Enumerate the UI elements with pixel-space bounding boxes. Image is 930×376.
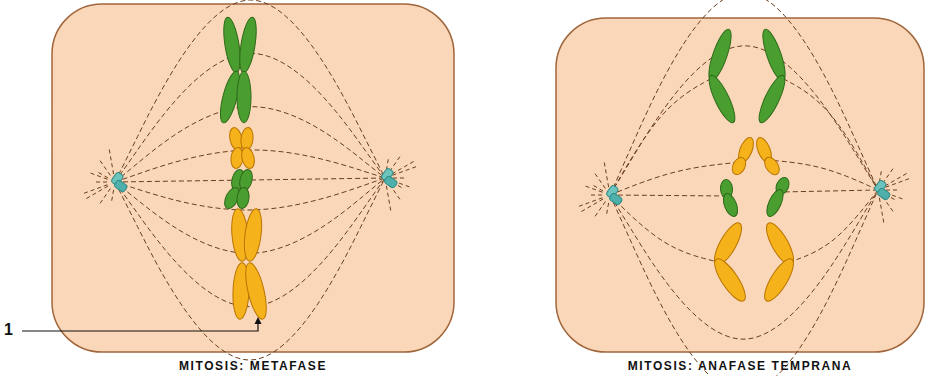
astral-ray [591,184,603,191]
spindle-fibre [790,190,878,262]
astral-ray [606,203,608,217]
phase-caption: MITOSIS: ANAFASE TEMPRANA [628,359,853,373]
astral-ray [99,189,110,205]
astral-ray [886,178,910,187]
centriole-pair [606,185,623,206]
astral-ray [99,159,110,175]
chromatid-arm [758,27,789,83]
astral-ray [578,198,602,207]
astral-ray [93,182,107,183]
astral-ray [386,186,391,212]
astral-ray [604,162,609,188]
astral-ray [588,195,602,196]
leader-arrowhead [255,317,262,324]
astral-ray [594,202,605,218]
astral-ray [392,161,415,174]
chromatid-arm [730,155,749,177]
chromatid-arm [237,71,251,123]
astral-ray [111,190,113,204]
astral-ray [96,171,108,178]
chromatid-arm [710,255,751,305]
astral-ray [594,172,605,188]
chromatid-arm [242,208,265,262]
centriole [114,179,128,192]
cell-body [556,18,924,352]
spindle-fibre [610,0,878,195]
chromatid-arm [237,16,260,74]
astral-ray [86,186,109,199]
chromatid-arm [762,155,783,178]
phase-caption-holder: MITOSIS: ANAFASE TEMPRANA [628,356,853,374]
astral-ray [393,178,407,179]
centriole [384,175,398,188]
chromatid-arm [754,72,789,125]
spindle-fibre [610,78,712,195]
chromatid-arm [704,72,739,125]
spindle-fibre [115,0,385,182]
leader-line [22,322,258,331]
astral-ray [883,167,894,183]
astral-ray [581,199,604,212]
centriole-pair [381,168,398,189]
phase-caption: MITOSIS: METAFASE [179,359,327,373]
astral-ray [885,173,908,186]
spindle-fibre [610,195,727,196]
spindle-fibre [115,178,385,360]
spindle-fibre [610,195,718,262]
astral-ray [89,172,108,179]
callout-number: 1 [4,321,13,338]
astral-ray [393,166,417,175]
spindle-fibre [115,53,385,182]
centriole [877,187,891,200]
spindle-fibre [610,46,878,195]
chromatid-arm [236,187,251,209]
spindle-fibre [782,78,878,190]
astral-ray [109,149,114,175]
spindle-fibre [610,190,878,376]
phase-caption-holder: MITOSIS: METAFASE [179,356,327,374]
astral-ray [879,198,884,224]
chromatid-arm [764,187,787,218]
spindle-fibre [780,190,878,192]
chromatid-arm [240,146,257,170]
centriole-pair [111,172,128,193]
astral-ray [390,155,401,171]
astral-ray [83,185,107,194]
chromatid-arm [704,27,735,83]
centriole-pair [874,180,891,201]
chromatid-arm [721,192,741,219]
chromatid-arm [760,255,799,305]
astral-ray [886,190,900,191]
centriole [609,192,623,205]
chromatid-arm [241,261,270,321]
astral-ray [584,185,603,192]
spindle-fibres [83,0,910,376]
spindle-fibre [610,190,878,339]
cell-body [52,4,454,352]
chromosomes [217,16,799,321]
callout-number-holder: 1 [4,321,13,339]
